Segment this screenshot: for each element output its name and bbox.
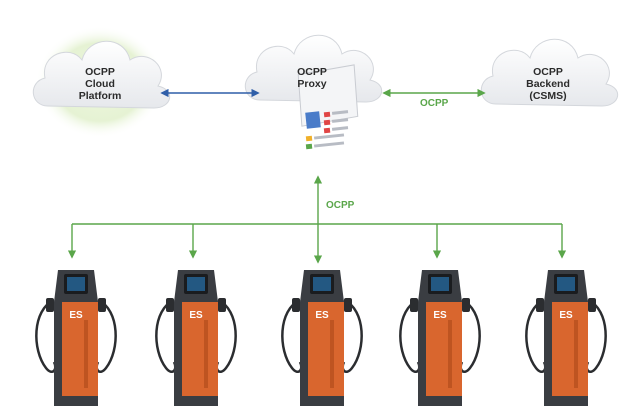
charger-2: ES [155, 268, 237, 408]
cloud-platform-label-line-3: Platform [78, 90, 122, 102]
charger-5: ES [525, 268, 607, 408]
cloud-platform-label: OCPP Cloud Platform [68, 66, 132, 102]
cloud-platform-label-line-1: OCPP [85, 66, 115, 78]
cloud-platform-label-line-2: Cloud [85, 78, 115, 90]
charger-1: ES [35, 268, 117, 408]
charger-logo: ES [69, 310, 83, 321]
backend-label: OCPP Backend (CSMS) [516, 66, 580, 102]
backend-label-line-2: Backend [526, 78, 570, 90]
charger-logo: ES [559, 310, 573, 321]
proxy-document-icon [297, 64, 359, 150]
backend-label-line-1: OCPP [533, 66, 563, 78]
backend-label-line-3: (CSMS) [529, 90, 567, 102]
proxy-label: OCPP Proxy [284, 66, 340, 90]
proxy-label-line-1: OCPP [297, 66, 327, 78]
charger-logo: ES [433, 310, 447, 321]
charger-4: ES [399, 268, 481, 408]
charger-logo: ES [315, 310, 329, 321]
proxy-chargers-edge-label: OCPP [326, 200, 355, 211]
charger-logo: ES [189, 310, 203, 321]
proxy-label-line-2: Proxy [297, 78, 327, 90]
charger-3: ES [281, 268, 363, 408]
proxy-backend-edge-label: OCPP [420, 98, 449, 109]
charger-drop-arrows [67, 224, 567, 264]
